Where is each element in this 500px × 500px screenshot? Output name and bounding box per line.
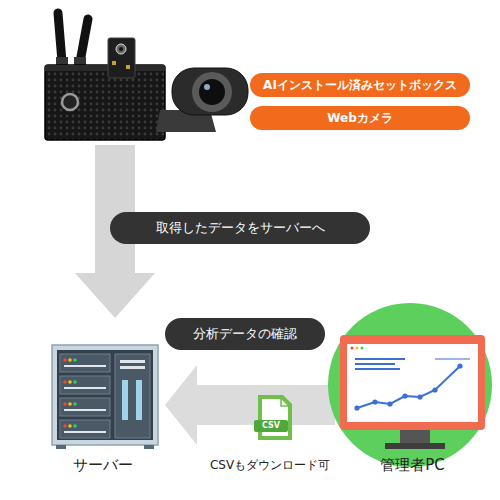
node-illustration — [335, 300, 490, 475]
webcam-lens — [192, 72, 232, 112]
badge-text: CSV — [254, 420, 288, 432]
node-caption: サーバー — [40, 455, 165, 475]
server-unit — [60, 354, 110, 372]
monitor-stand — [400, 430, 430, 443]
device-label: Webカメラ — [250, 106, 470, 130]
antenna — [58, 13, 62, 62]
device-label: AIインストール済みセットボックス — [250, 73, 470, 97]
csv-badge — [254, 420, 288, 432]
set-box-body — [45, 65, 165, 140]
antenna — [80, 19, 88, 62]
node-caption: CSVもダウンロード可 — [205, 456, 335, 474]
set-box-node: AIインストール済みセットボックス — [40, 5, 250, 145]
edge-label: 取得したデータをサーバーへ — [110, 212, 370, 244]
backdrop-circle — [328, 303, 492, 467]
camera-node: Webカメラ — [250, 106, 470, 130]
edge-label: 分析データの確認 — [165, 318, 325, 350]
server-unit — [60, 398, 110, 416]
block-arrow — [165, 365, 335, 445]
csv-node: CSV CSVもダウンロード可 — [205, 390, 335, 475]
csv-file-icon — [258, 395, 292, 440]
line-chart — [357, 366, 460, 408]
webcam-body — [172, 68, 248, 115]
server-rack — [52, 345, 158, 445]
camera-board — [108, 38, 135, 78]
server-node: サーバー — [40, 318, 165, 475]
server-tower — [115, 354, 150, 438]
node-illustration — [40, 5, 250, 145]
monitor-screen — [347, 344, 478, 422]
node-illustration — [40, 318, 165, 475]
server-unit — [60, 420, 110, 438]
node-caption: 管理者PC — [335, 455, 490, 475]
pc-node: 管理者PC — [335, 300, 490, 475]
power-button — [62, 94, 78, 110]
server-unit — [60, 376, 110, 394]
monitor-frame — [340, 335, 485, 430]
